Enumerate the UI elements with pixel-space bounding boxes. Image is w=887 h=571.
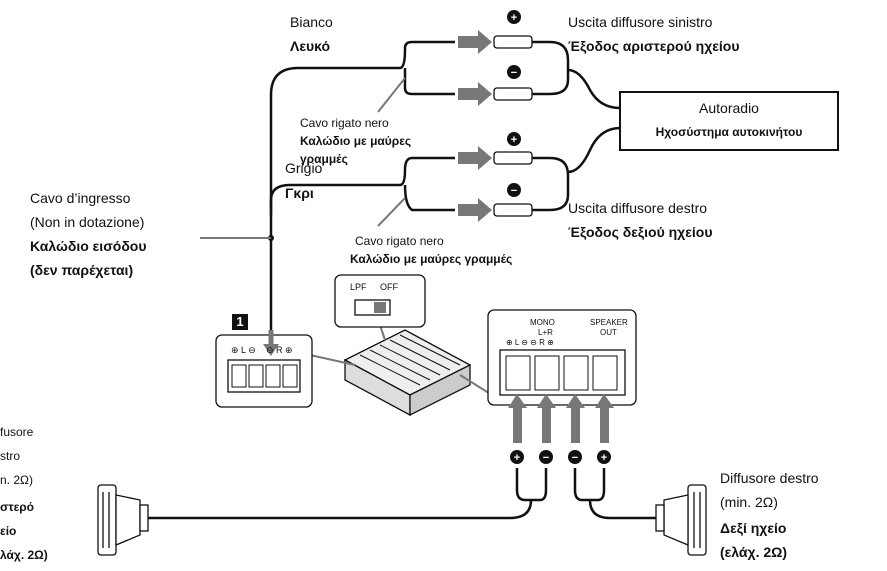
label-left-spk-it-2: stro — [0, 449, 21, 463]
label-right-spk-gr-1: Δεξί ηχείο — [720, 520, 787, 536]
label-striped1-gr-1: Καλώδιο με μαύρες — [300, 134, 412, 148]
label-left-out-it: Uscita diffusore sinistro — [568, 14, 713, 30]
amplifier — [343, 329, 472, 417]
step-marker-box — [232, 314, 248, 330]
speaker-wires — [145, 468, 680, 520]
autoradio-label-it: Autoradio — [699, 100, 759, 116]
output-lr-label: L+R — [538, 328, 553, 337]
label-left-spk-gr-2: είο — [0, 524, 17, 538]
label-input-gr-1: Καλώδιο εισόδου — [30, 238, 147, 254]
svg-text:−: − — [511, 67, 517, 79]
svg-text:+: + — [514, 452, 520, 464]
label-right-spk-gr-2: (ελάχ. 2Ω) — [720, 544, 788, 560]
output-row-label: ⊕ L ⊖ ⊖ R ⊕ — [506, 338, 554, 347]
label-input-gr-2: (δεν παρέχεται) — [30, 262, 134, 278]
label-left-out-gr: Έξοδος αριστερού ηχείου — [568, 38, 740, 54]
label-striped2-gr: Καλώδιο με μαύρες γραμμές — [350, 252, 513, 266]
striped1-leader — [377, 77, 406, 113]
speaker-arrows — [508, 394, 614, 443]
input-terminal-left-label: ⊕ L ⊖ — [231, 345, 256, 355]
svg-text:−: − — [543, 452, 549, 464]
right-speaker — [655, 484, 707, 556]
step-marker: 1 — [236, 314, 244, 329]
svg-text:+: + — [511, 134, 517, 146]
input-terminal-right-label: ⊖ R ⊕ — [266, 345, 293, 355]
label-left-spk-gr-3: λάχ. 2Ω) — [0, 548, 48, 562]
label-left-spk-it-1: fusore — [0, 425, 34, 439]
grey-branch — [269, 156, 455, 215]
label-striped2-it: Cavo rigato nero — [355, 234, 444, 248]
label-input-it-1: Cavo d’ingresso — [30, 190, 131, 206]
label-right-out-it: Uscita diffusore destro — [568, 200, 708, 216]
switch-off-label: OFF — [380, 282, 398, 292]
label-input-it-2: (Non in dotazione) — [30, 214, 145, 230]
label-grey-it: Grigio — [285, 160, 323, 176]
striped2-leader — [377, 197, 406, 227]
label-right-spk-it-1: Diffusore destro — [720, 470, 819, 486]
autoradio-box — [619, 91, 839, 151]
label-white-it: Bianco — [290, 14, 333, 30]
label-right-spk-it-2: (min. 2Ω) — [720, 494, 778, 510]
label-white-gr: Λευκό — [290, 38, 331, 54]
polarity-icons: + − + − — [507, 10, 521, 197]
svg-text:−: − — [511, 185, 517, 197]
label-striped1-it: Cavo rigato nero — [300, 116, 389, 130]
autoradio-label-gr: Ηχοσύστημα αυτοκινήτου — [655, 125, 803, 139]
callout-output — [459, 374, 493, 396]
label-left-spk-gr-1: στερό — [0, 500, 35, 514]
input-cable — [269, 40, 455, 340]
output-out-label: OUT — [600, 328, 617, 337]
switch-lpf-label: LPF — [350, 282, 367, 292]
connect-arrows — [458, 30, 492, 222]
left-speaker — [97, 484, 149, 556]
autoradio-wires — [532, 40, 621, 212]
speaker-polarity-icons: + − − + — [510, 450, 611, 464]
output-speaker-label: SPEAKER — [590, 318, 628, 327]
label-grey-gr: Γκρι — [285, 185, 314, 201]
svg-text:−: − — [572, 452, 578, 464]
output-mono-label: MONO — [530, 318, 555, 327]
callout-input — [309, 354, 356, 366]
label-left-spk-it-3: n. 2Ω) — [0, 473, 33, 487]
label-right-out-gr: Έξοδος δεξιού ηχείου — [568, 224, 713, 240]
svg-text:+: + — [601, 452, 607, 464]
svg-text:+: + — [511, 12, 517, 24]
label-striped1-gr-2: γραμμές — [300, 152, 348, 166]
